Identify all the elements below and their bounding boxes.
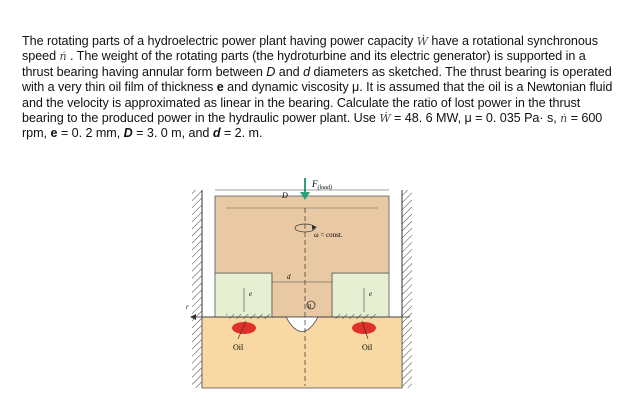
left-oil-drop bbox=[232, 322, 256, 334]
speed-symbol: ṅ bbox=[59, 50, 67, 64]
omega-label: ω = const. bbox=[314, 231, 343, 239]
text-segment: = 3. 0 m, and bbox=[132, 126, 213, 141]
left-wall-hatch bbox=[192, 190, 202, 388]
outer-diameter-label: D bbox=[281, 191, 288, 200]
text-segment: = 0. 2 mm, bbox=[57, 126, 124, 141]
right-wall-hatch bbox=[402, 190, 412, 388]
thickness-symbol: e bbox=[50, 126, 58, 141]
text-segment: = 48. 6 MW, μ = 0. 035 Pa· s, bbox=[390, 111, 561, 126]
rotation-arrowhead-icon bbox=[312, 225, 317, 230]
text-segment: = 2. m. bbox=[220, 126, 263, 141]
speed-symbol: ṅ bbox=[560, 112, 568, 126]
inner-diameter-symbol: d bbox=[303, 64, 311, 79]
power-symbol: Ẇ bbox=[416, 35, 428, 48]
left-thickness-label: e bbox=[249, 290, 252, 298]
left-oil-label: Oil bbox=[233, 343, 244, 352]
thrust-bearing-diagram: F(load) D d e e ω = const. 0 Oil Oil r bbox=[186, 178, 412, 389]
text-segment: and dynamic viscosity μ. It is assumed t… bbox=[22, 80, 613, 126]
right-oil-leader bbox=[361, 320, 369, 340]
text-segment: . The weight of the rotating parts (the … bbox=[22, 49, 586, 79]
thickness-symbol: e bbox=[216, 80, 224, 95]
text-segment: have a rotational synchronous speed bbox=[22, 34, 599, 64]
left-bearing-pad bbox=[214, 272, 273, 318]
shaft-groove bbox=[285, 316, 319, 332]
origin-marker bbox=[306, 300, 316, 310]
radial-axis-label: r bbox=[186, 303, 189, 311]
left-oil-film-hatch bbox=[226, 314, 270, 319]
load-label: F(load) bbox=[311, 179, 332, 191]
text-segment: The rotating parts of a hydroelectric po… bbox=[22, 34, 417, 48]
load-arrow-head bbox=[300, 192, 310, 200]
text-segment: and bbox=[275, 64, 304, 79]
right-thickness-label: e bbox=[369, 290, 372, 298]
outer-diameter-symbol: D bbox=[266, 64, 276, 79]
right-oil-film-hatch bbox=[334, 314, 378, 319]
left-oil-leader bbox=[237, 320, 247, 340]
right-oil-label: Oil bbox=[362, 343, 373, 352]
origin-label: 0 bbox=[308, 303, 311, 310]
radial-axis-arrow bbox=[190, 314, 196, 320]
problem-paragraph: The rotating parts of a hydroelectric po… bbox=[22, 34, 620, 142]
text-segment: = 600 rpm, bbox=[22, 111, 603, 141]
outer-diameter-symbol: D bbox=[123, 126, 133, 141]
right-bearing-pad bbox=[331, 272, 390, 318]
power-symbol: Ẇ bbox=[379, 112, 391, 126]
problem-statement: The rotating parts of a hydroelectric po… bbox=[22, 34, 620, 142]
text-segment: diameters as sketched. The thrust bearin… bbox=[22, 64, 612, 95]
thrust-bearing-figure: F(load) D d e e ω = const. 0 Oil Oil r bbox=[186, 178, 426, 394]
inner-diameter-label: d bbox=[287, 273, 291, 281]
inner-diameter-symbol: d bbox=[212, 126, 221, 141]
